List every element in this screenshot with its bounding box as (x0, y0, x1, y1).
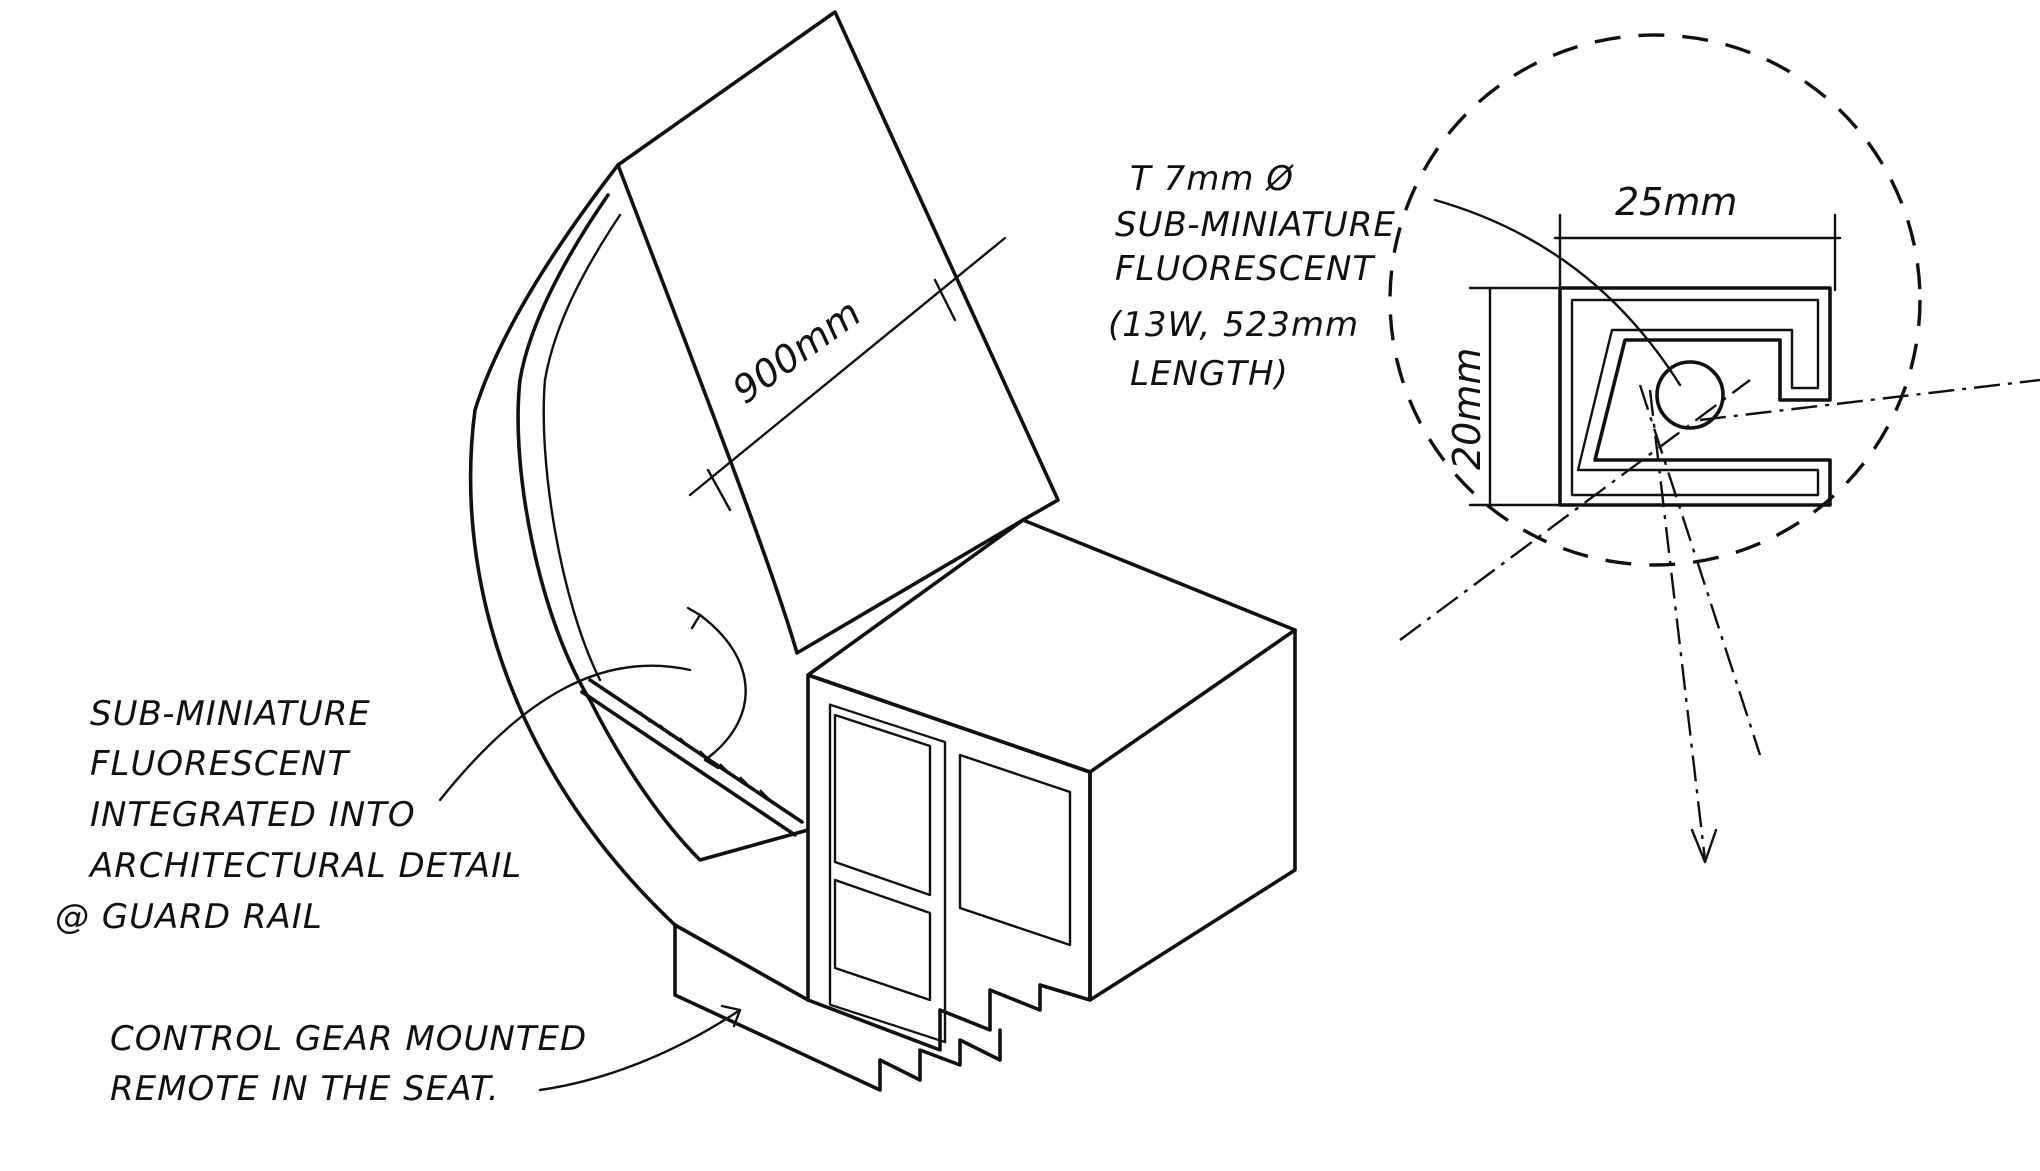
light-beam-1 (1638, 384, 1762, 756)
control-gear-arrowhead (720, 1004, 742, 1028)
profile-height-label: 20mm (1445, 348, 1489, 470)
dim-tick-1 (706, 468, 732, 512)
guard-rail-line-5: @ GUARD RAIL (55, 897, 323, 937)
seat-base (673, 923, 1002, 1092)
profile-channel (1558, 286, 1832, 507)
lamp-spec-line-3: FLUORESCENT (1115, 249, 1375, 289)
lamp-spec-line-1: T 7mm Ø (1130, 159, 1294, 199)
dim-tick-2 (933, 278, 957, 322)
light-beam-2 (1648, 389, 1707, 861)
seat-side-panel-inner (542, 213, 622, 682)
profile-channel-inner (1570, 298, 1820, 497)
base-top-edge (673, 923, 810, 1002)
rotation-arrow (698, 613, 747, 762)
rotation-arrowhead-top (686, 606, 702, 630)
seat-cushion-front (1088, 628, 1297, 1002)
seat-front-frame (806, 673, 1092, 1052)
lamp-tube (1655, 360, 1725, 430)
seat-cushion-top (806, 518, 1297, 774)
lamp-hatching (639, 711, 771, 801)
detail-callout-circle (1388, 33, 1922, 567)
guard-rail-line-2: FLUORESCENT (90, 744, 350, 784)
guard-rail-leader (438, 664, 692, 802)
lamp-spec-line-2: SUB-MINIATURE (1115, 205, 1396, 245)
lamp-spec-line-5: LENGTH) (1130, 354, 1289, 394)
reference-axis (1399, 379, 1751, 641)
seat-side-panel (516, 193, 810, 862)
seat-back-front-edge (468, 163, 677, 927)
beam-arrowhead (1690, 828, 1718, 864)
lamp-spec-line-4: (13W, 523mm (1108, 305, 1359, 345)
rotation-arrowhead-bottom (703, 750, 720, 770)
width-dimension-line (688, 236, 1007, 497)
control-gear-leader (538, 1008, 742, 1092)
guard-rail-line-1: SUB-MINIATURE (90, 694, 371, 734)
reference-axis-2 (1699, 378, 2040, 422)
control-gear-line-1: CONTROL GEAR MOUNTED (110, 1019, 587, 1059)
lamp-spec-leader (1433, 198, 1682, 387)
profile-width-label: 25mm (1615, 180, 1737, 224)
guard-rail-line-3: INTEGRATED INTO (90, 795, 416, 835)
guard-rail-line-4: ARCHITECTURAL DETAIL (88, 846, 522, 886)
frame-opening-upper (833, 713, 1072, 947)
profile-detail (1388, 33, 2040, 864)
frame-opening-left (828, 703, 947, 1044)
frame-opening-lower (833, 878, 932, 1002)
bench-width-label: 900mm (724, 291, 868, 413)
guard-rail-note: SUB-MINIATURE FLUORESCENT INTEGRATED INT… (55, 694, 522, 937)
seat-drawing (468, 10, 1297, 1092)
seat-back-outline (616, 10, 1060, 655)
control-gear-note: CONTROL GEAR MOUNTED REMOTE IN THE SEAT. (110, 1019, 587, 1109)
guard-rail-strip (580, 678, 804, 837)
control-gear-line-2: REMOTE IN THE SEAT. (110, 1069, 500, 1109)
lamp-spec-note: T 7mm Ø SUB-MINIATURE FLUORESCENT (13W, … (1108, 159, 1396, 394)
